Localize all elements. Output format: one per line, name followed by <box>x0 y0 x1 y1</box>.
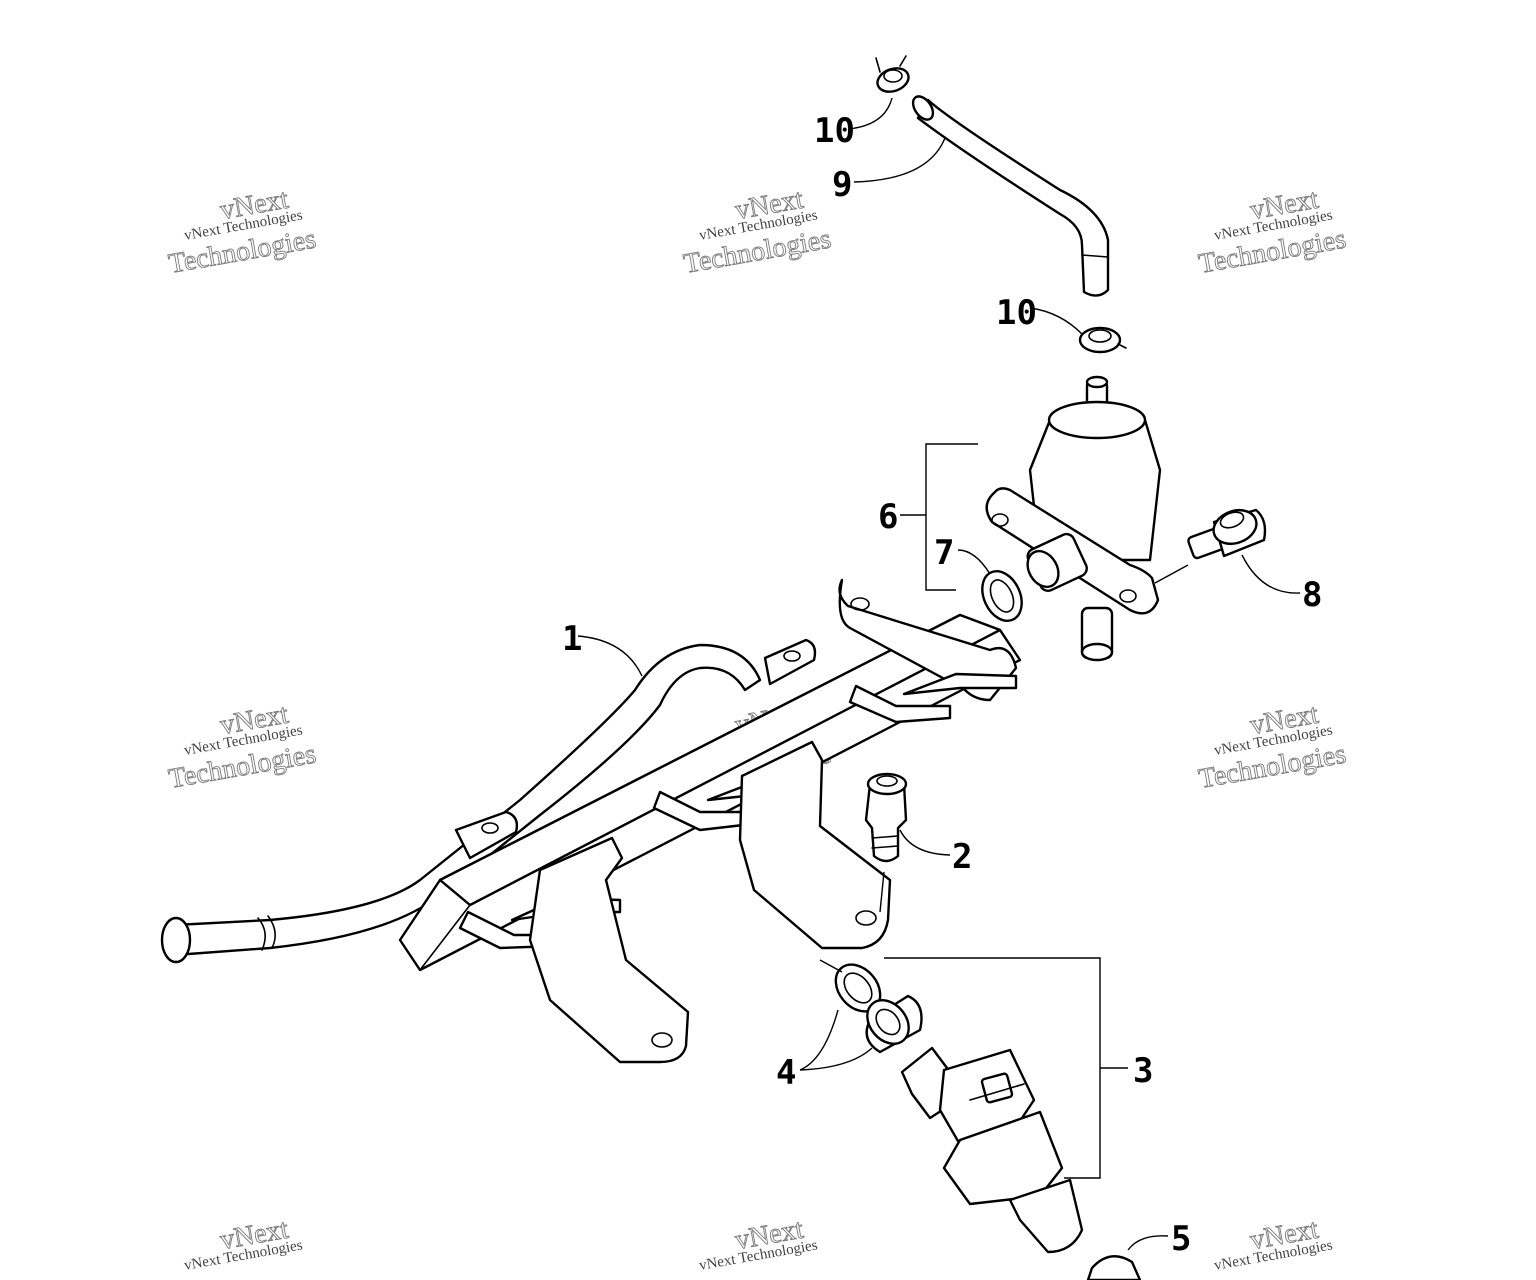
fuel-injector-part <box>900 1046 1084 1254</box>
watermark-9: vNext Technologies vNext <box>1213 1213 1334 1274</box>
callout-labels: 1 2 3 4 5 6 7 8 9 10 10 <box>562 111 1322 1259</box>
callout-5: 5 <box>1171 1219 1191 1259</box>
injector-cap-part <box>1086 1255 1142 1280</box>
bolt-part-2 <box>864 772 908 913</box>
callout-6: 6 <box>878 497 898 537</box>
hose-clamp-lower <box>1078 326 1127 354</box>
callout-8: 8 <box>1302 575 1322 615</box>
callout-leaders <box>577 97 1301 1251</box>
callout-3: 3 <box>1133 1051 1153 1091</box>
watermark-8: vNext Technologies vNext <box>698 1213 819 1274</box>
watermark-2: vNext Technologies vNext Technologies <box>681 183 834 280</box>
callout-1: 1 <box>562 619 582 659</box>
watermark-7: vNext Technologies vNext <box>183 1213 304 1274</box>
callout-7: 7 <box>934 533 954 573</box>
fuel-hose-part <box>911 95 1110 297</box>
callout-10-lower: 10 <box>996 293 1037 333</box>
o-ring-part <box>981 570 1023 622</box>
callout-9: 9 <box>832 165 852 205</box>
watermark-6: vNext Technologies vNext Technologies <box>1196 698 1349 795</box>
hose-clamp-upper <box>875 55 910 93</box>
watermark-3: vNext Technologies vNext Technologies <box>1196 183 1349 280</box>
pressure-regulator-part <box>985 375 1162 662</box>
callout-4: 4 <box>776 1053 796 1093</box>
bolt-part-8 <box>1154 508 1267 584</box>
fuel-rail-part <box>160 578 1022 1064</box>
watermark-1: vNext Technologies vNext Technologies <box>166 183 319 280</box>
callout-2: 2 <box>952 837 972 877</box>
callout-10-upper: 10 <box>814 111 855 151</box>
watermark-4: vNext Technologies vNext Technologies <box>166 698 319 795</box>
injector-seal-part <box>819 959 923 1054</box>
